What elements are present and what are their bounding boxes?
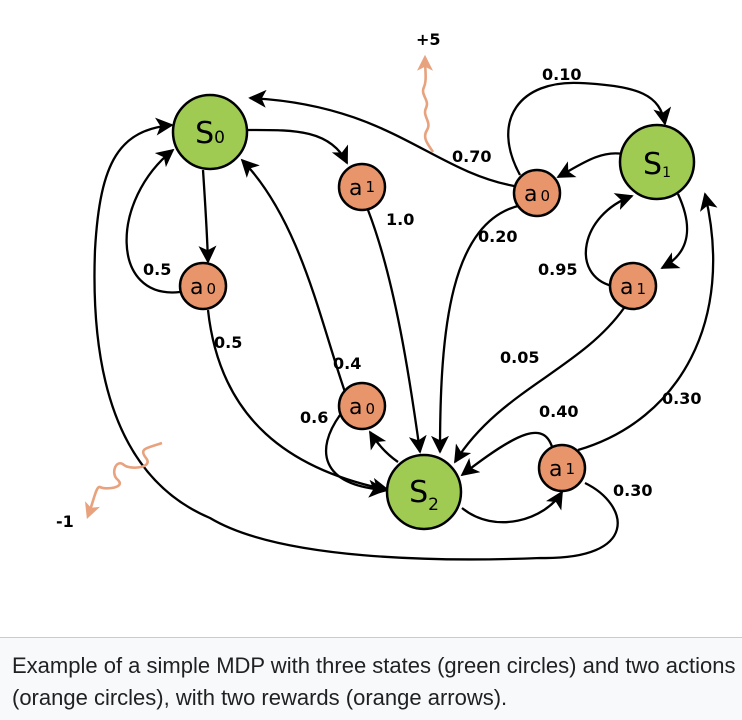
action-s1-a0-subscript: 0 — [540, 187, 550, 205]
action-s1-a1-subscript: 1 — [636, 280, 646, 298]
edge-s0-to-s0a1 — [245, 128, 349, 165]
caption-box: Example of a simple MDP with three state… — [0, 638, 742, 720]
state-s2-subscript: 2 — [428, 495, 439, 515]
state-s2-circle — [385, 453, 463, 531]
edge-s1-to-s1a0 — [556, 152, 624, 179]
action-s0-a1-subscript: 1 — [365, 178, 375, 196]
reward-arrow-negative — [85, 441, 163, 519]
action-s1-a0-circle — [512, 168, 562, 218]
svg-text:a1: a1 — [549, 457, 575, 482]
state-s2-letter: S — [409, 475, 428, 510]
edge-s1-to-s1a1 — [660, 193, 689, 270]
svg-text:a1: a1 — [620, 275, 646, 300]
edge-s0a0-to-s0 — [125, 148, 181, 294]
action-s1-a1-letter: a — [620, 275, 633, 300]
svg-text:a0: a0 — [524, 182, 550, 207]
edge-s1a1-to-s2 — [454, 307, 625, 464]
edge-s2a0-to-s0 — [240, 158, 347, 393]
action-s2-a0-circle — [337, 381, 387, 431]
figure-caption: Example of a simple MDP with three state… — [12, 653, 736, 710]
edge-label-s2a1-s2: 0.40 — [539, 402, 578, 421]
action-s1-a0-letter: a — [524, 182, 537, 207]
edge-label-s2a0-s0: 0.4 — [333, 354, 361, 373]
svg-text:S1: S1 — [643, 147, 671, 182]
action-s2-a1-circle — [537, 443, 587, 493]
edge-s2-to-s2a1 — [461, 490, 563, 524]
edge-label-s2a1-s0: 0.30 — [613, 481, 652, 500]
edge-label-s1a0-s0: 0.70 — [452, 147, 491, 166]
edge-s1a0-to-s2 — [431, 203, 523, 454]
edge-s0-to-s0a0 — [198, 169, 217, 264]
state-s1: S1 — [618, 123, 696, 201]
edge-label-s2a1-s1: 0.30 — [662, 389, 701, 408]
state-s0-circle — [171, 93, 249, 171]
svg-text:a0: a0 — [349, 395, 375, 420]
state-s0-subscript: 0 — [214, 128, 225, 148]
edge-s0a0-to-s2 — [206, 309, 390, 496]
state-s0-letter: S — [195, 116, 214, 151]
state-s1-subscript: 1 — [662, 165, 671, 181]
edge-s1a0-to-s0 — [248, 89, 515, 188]
edge-s2a1-to-s1 — [577, 192, 718, 452]
action-s0-a1-letter: a — [349, 176, 362, 201]
state-s0: S0 — [171, 93, 249, 171]
action-s1-a1-circle — [608, 261, 658, 311]
edge-s2-to-s2a0 — [369, 430, 399, 463]
reward-label-positive: +5 — [416, 30, 441, 49]
caption-divider — [0, 637, 742, 638]
edge-s2a1-to-s2 — [460, 431, 555, 477]
action-s2-a0-letter: a — [349, 395, 362, 420]
svg-text:a0: a0 — [190, 275, 216, 300]
edge-label-s2a0-s2: 0.6 — [300, 408, 328, 427]
svg-text:a1: a1 — [349, 176, 375, 201]
action-s2-a1-subscript: 1 — [565, 460, 575, 478]
action-s2-a1-letter: a — [549, 457, 562, 482]
action-s0-a0-circle — [178, 261, 228, 311]
state-s1-letter: S — [643, 147, 662, 182]
state-s2: S2 — [385, 453, 463, 531]
edge-s2a0-to-s2 — [324, 414, 387, 498]
edge-label-s0a0-s0: 0.5 — [143, 260, 171, 279]
svg-text:S0: S0 — [195, 116, 225, 151]
edge-s2a1-to-s0 — [93, 117, 619, 561]
edge-s1a0-to-s1 — [507, 81, 672, 176]
edge-label-s0a0-s2: 0.5 — [214, 333, 242, 352]
reward-arrow-positive — [417, 54, 435, 153]
action-s0-a0-letter: a — [190, 275, 203, 300]
action-s2-a0-subscript: 0 — [365, 400, 375, 418]
edge-label-s0a1-s2: 1.0 — [386, 210, 414, 229]
edge-label-s1a1-s1: 0.95 — [538, 260, 577, 279]
action-s0-a0-subscript: 0 — [206, 280, 216, 298]
edge-s1a1-to-s1 — [584, 193, 634, 288]
edge-label-s1a0-s2: 0.20 — [478, 227, 517, 246]
reward-label-negative: -1 — [56, 512, 74, 531]
state-s1-circle — [618, 123, 696, 201]
edge-label-s1a1-s2: 0.05 — [500, 348, 539, 367]
action-s0-a1-circle — [337, 162, 387, 212]
edge-label-s1a0-s1: 0.10 — [542, 65, 581, 84]
svg-text:S2: S2 — [409, 475, 439, 515]
edge-s0a1-to-s2 — [366, 209, 427, 454]
